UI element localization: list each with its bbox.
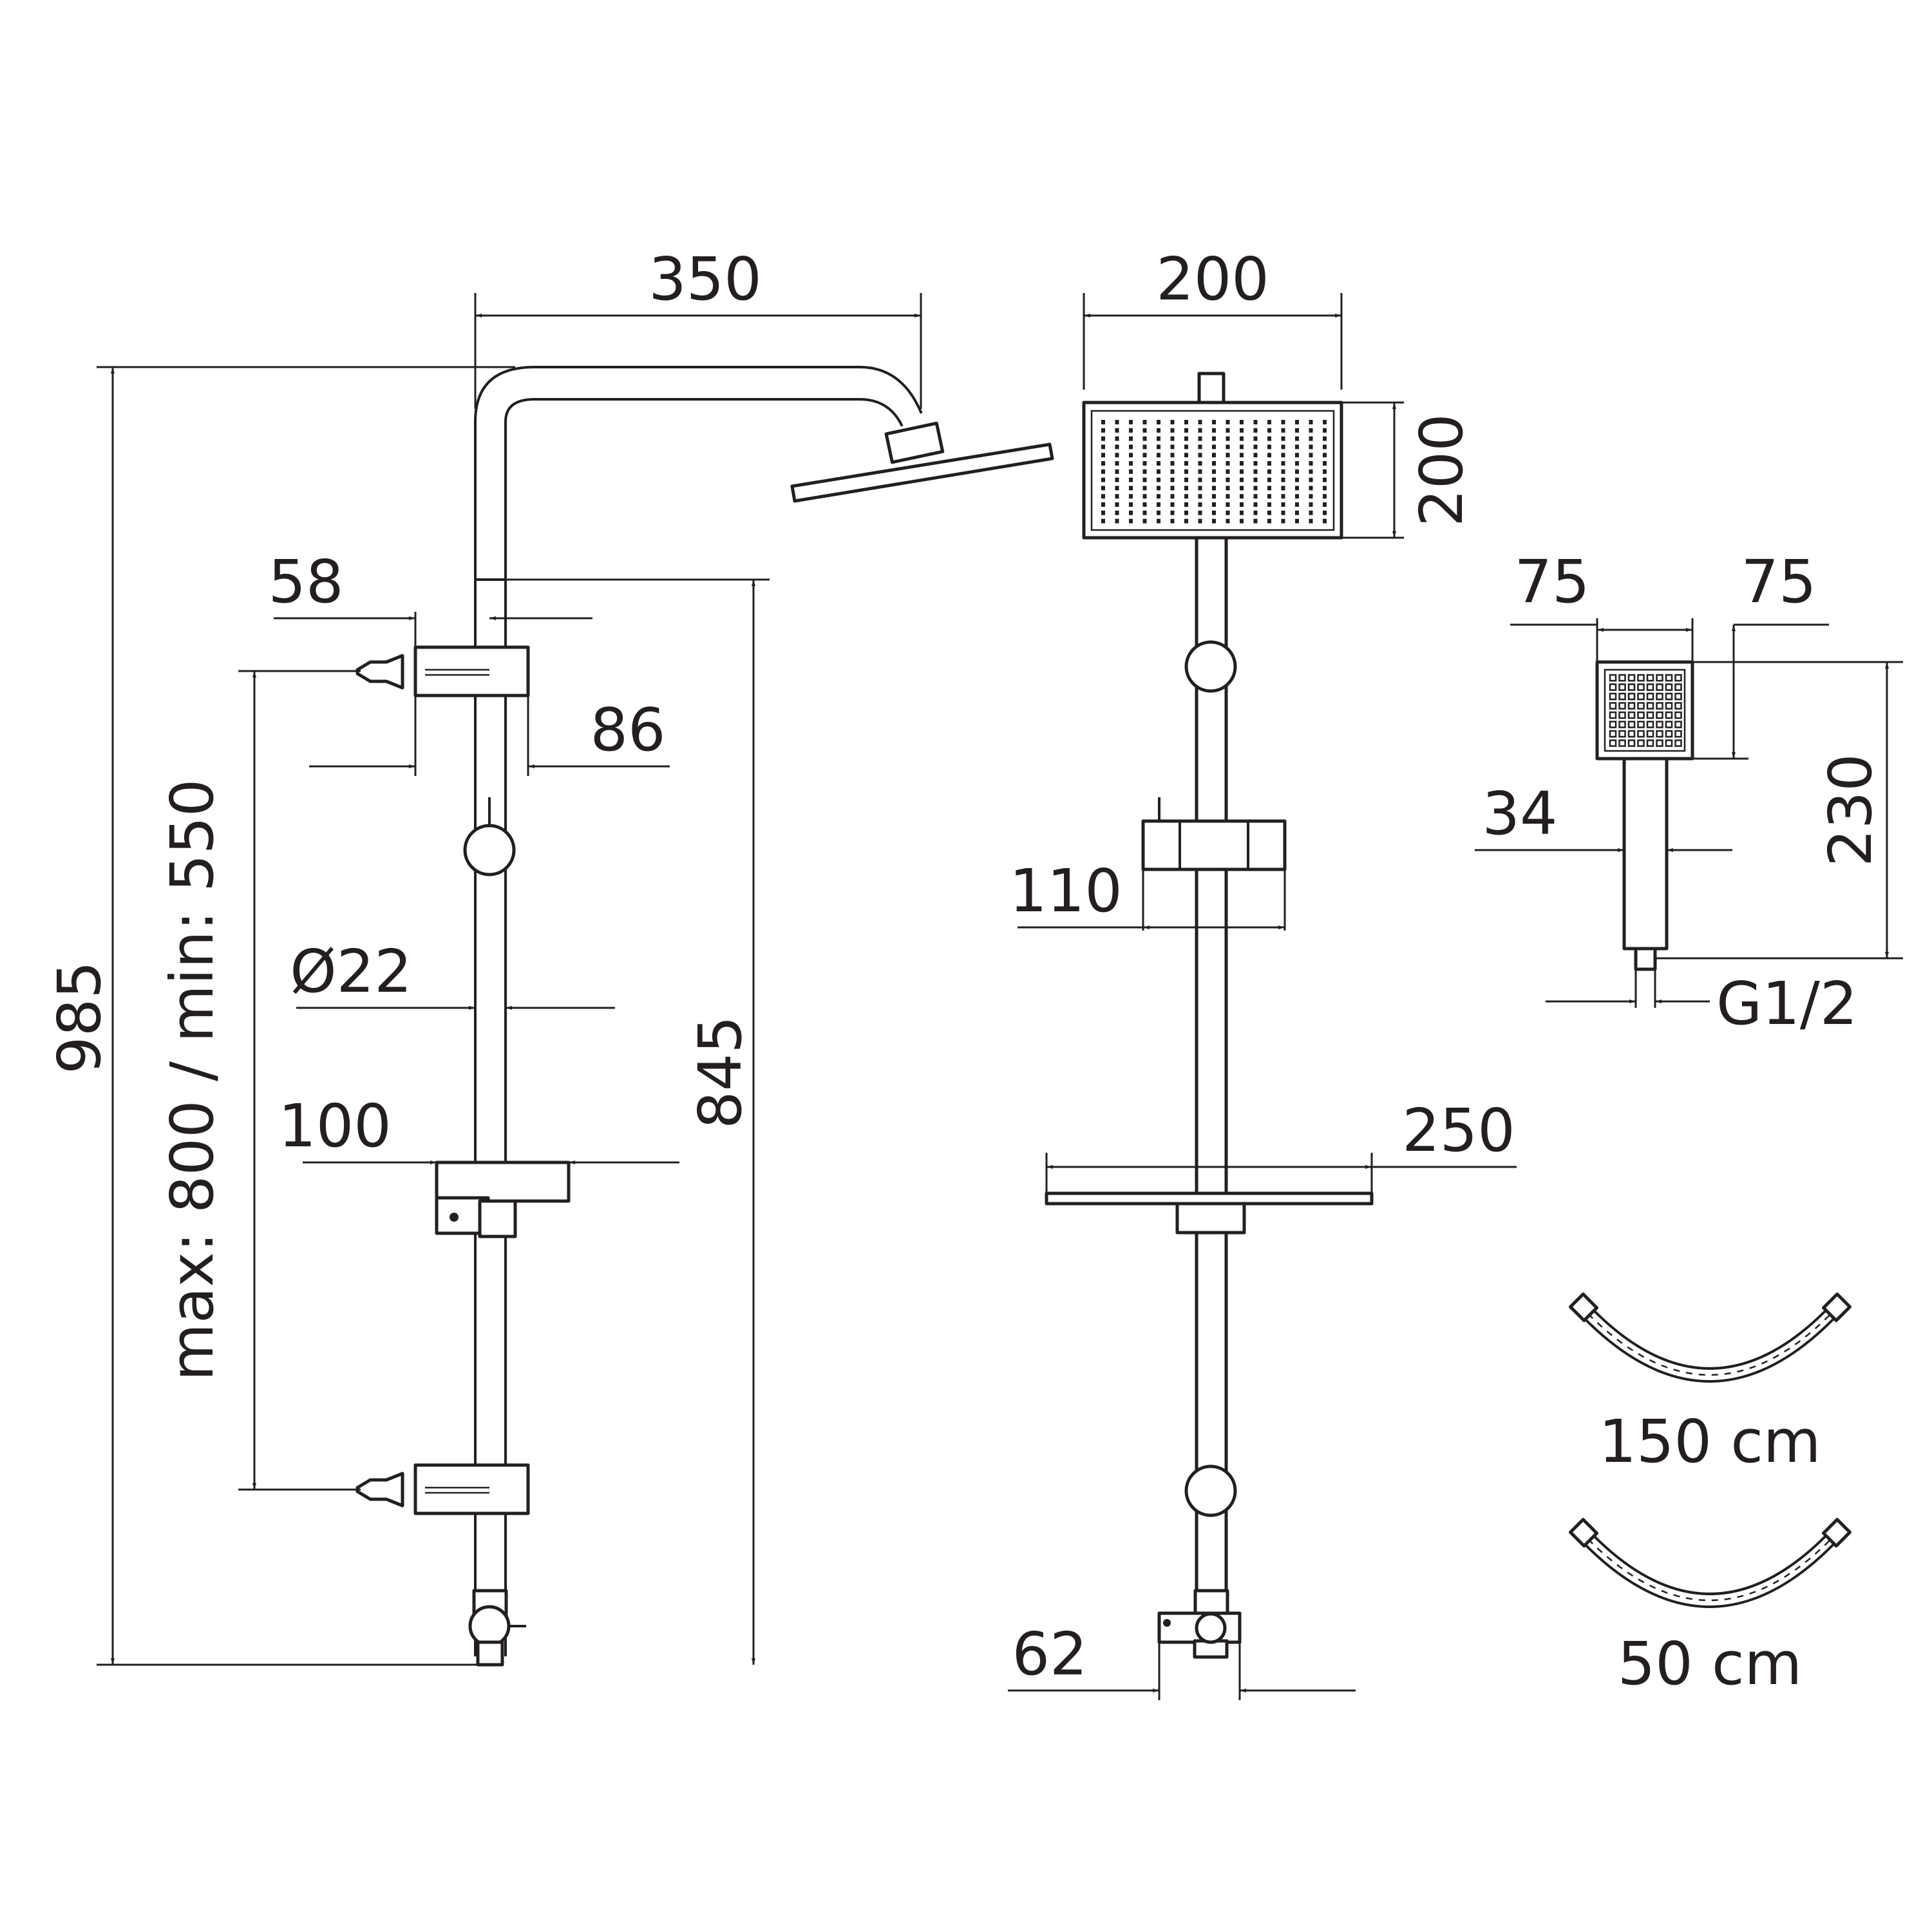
- hose-50: 50 cm: [1568, 1517, 1852, 1698]
- dim-58: 58: [268, 547, 592, 647]
- dim-34: 34: [1475, 779, 1732, 852]
- wall-plug-upper: [355, 654, 404, 690]
- dim-label-34: 34: [1482, 779, 1557, 848]
- rain-head-side: [790, 421, 1054, 503]
- hand-shower: 75 75 34 230 G1/2: [1475, 547, 1903, 1038]
- dim-label-350: 350: [649, 245, 762, 314]
- dim-250: 250: [1045, 1096, 1517, 1193]
- dim-label-200-height: 200: [1407, 413, 1476, 527]
- dim-label-250: 250: [1402, 1096, 1515, 1165]
- side-view: 350 985 845 58 86: [45, 245, 1054, 1667]
- dim-g12: G1/2: [1546, 969, 1857, 1038]
- hose-label-50: 50 cm: [1618, 1629, 1803, 1698]
- dim-label-spacing: max: 800 / min: 550: [158, 779, 227, 1381]
- dim-label-110: 110: [1009, 857, 1122, 925]
- dim-75-right: 75: [1692, 547, 1903, 760]
- dim-label-75-left: 75: [1514, 547, 1589, 616]
- dim-label-75-right: 75: [1741, 547, 1816, 616]
- dim-985: 985: [45, 366, 515, 1666]
- dim-label-230: 230: [1816, 753, 1885, 867]
- dim-label-g12: G1/2: [1716, 969, 1857, 1038]
- dim-75-left: 75: [1510, 547, 1694, 662]
- diverter-knob-side: [463, 797, 516, 876]
- lower-knob-front: [1184, 1464, 1237, 1517]
- nozzle-grid: [1101, 420, 1327, 524]
- dim-62: 62: [1008, 1620, 1356, 1700]
- hand-nozzle-grid: [1609, 674, 1682, 747]
- dim-bracket-spacing: max: 800 / min: 550: [158, 670, 361, 1491]
- diverter-knob-front: [1184, 640, 1237, 693]
- dim-110: 110: [1009, 857, 1286, 931]
- dim-label-200-width: 200: [1156, 245, 1269, 314]
- dim-22: Ø22: [290, 937, 615, 1010]
- dim-label-845: 845: [686, 1016, 755, 1129]
- dim-100: 100: [278, 1092, 679, 1164]
- slider-front: [1141, 797, 1287, 871]
- wall-bracket-lower: [355, 1463, 530, 1515]
- dim-label-985: 985: [45, 961, 114, 1074]
- dim-86: 86: [309, 696, 670, 776]
- dim-label-100: 100: [278, 1092, 392, 1160]
- dim-200-height: 200: [1341, 401, 1476, 539]
- dim-label-86: 86: [590, 696, 665, 764]
- rain-head-front: [1082, 372, 1343, 540]
- dim-230: 230: [1655, 662, 1903, 960]
- front-view: 200 200 110 250 62: [1008, 245, 1517, 1700]
- riser-pipe: [474, 366, 923, 1656]
- riser-pipe-front: [1195, 536, 1228, 1596]
- wall-bracket-upper: [355, 645, 530, 697]
- dim-label-58: 58: [268, 547, 343, 616]
- inlet-valve-side: [468, 1589, 526, 1667]
- shelf-front: [1045, 1191, 1374, 1235]
- dim-label-22: Ø22: [290, 937, 412, 1006]
- wall-plug-lower: [355, 1472, 404, 1508]
- soap-holder-side: [435, 1160, 571, 1238]
- hose-label-150: 150 cm: [1598, 1407, 1821, 1476]
- diverter-front: [1157, 1589, 1242, 1659]
- dim-200-width: 200: [1083, 245, 1343, 390]
- hose-150: 150 cm: [1568, 1292, 1852, 1476]
- dim-label-62: 62: [1012, 1620, 1087, 1689]
- dim-845: 845: [489, 578, 770, 1665]
- dim-350: 350: [474, 245, 922, 409]
